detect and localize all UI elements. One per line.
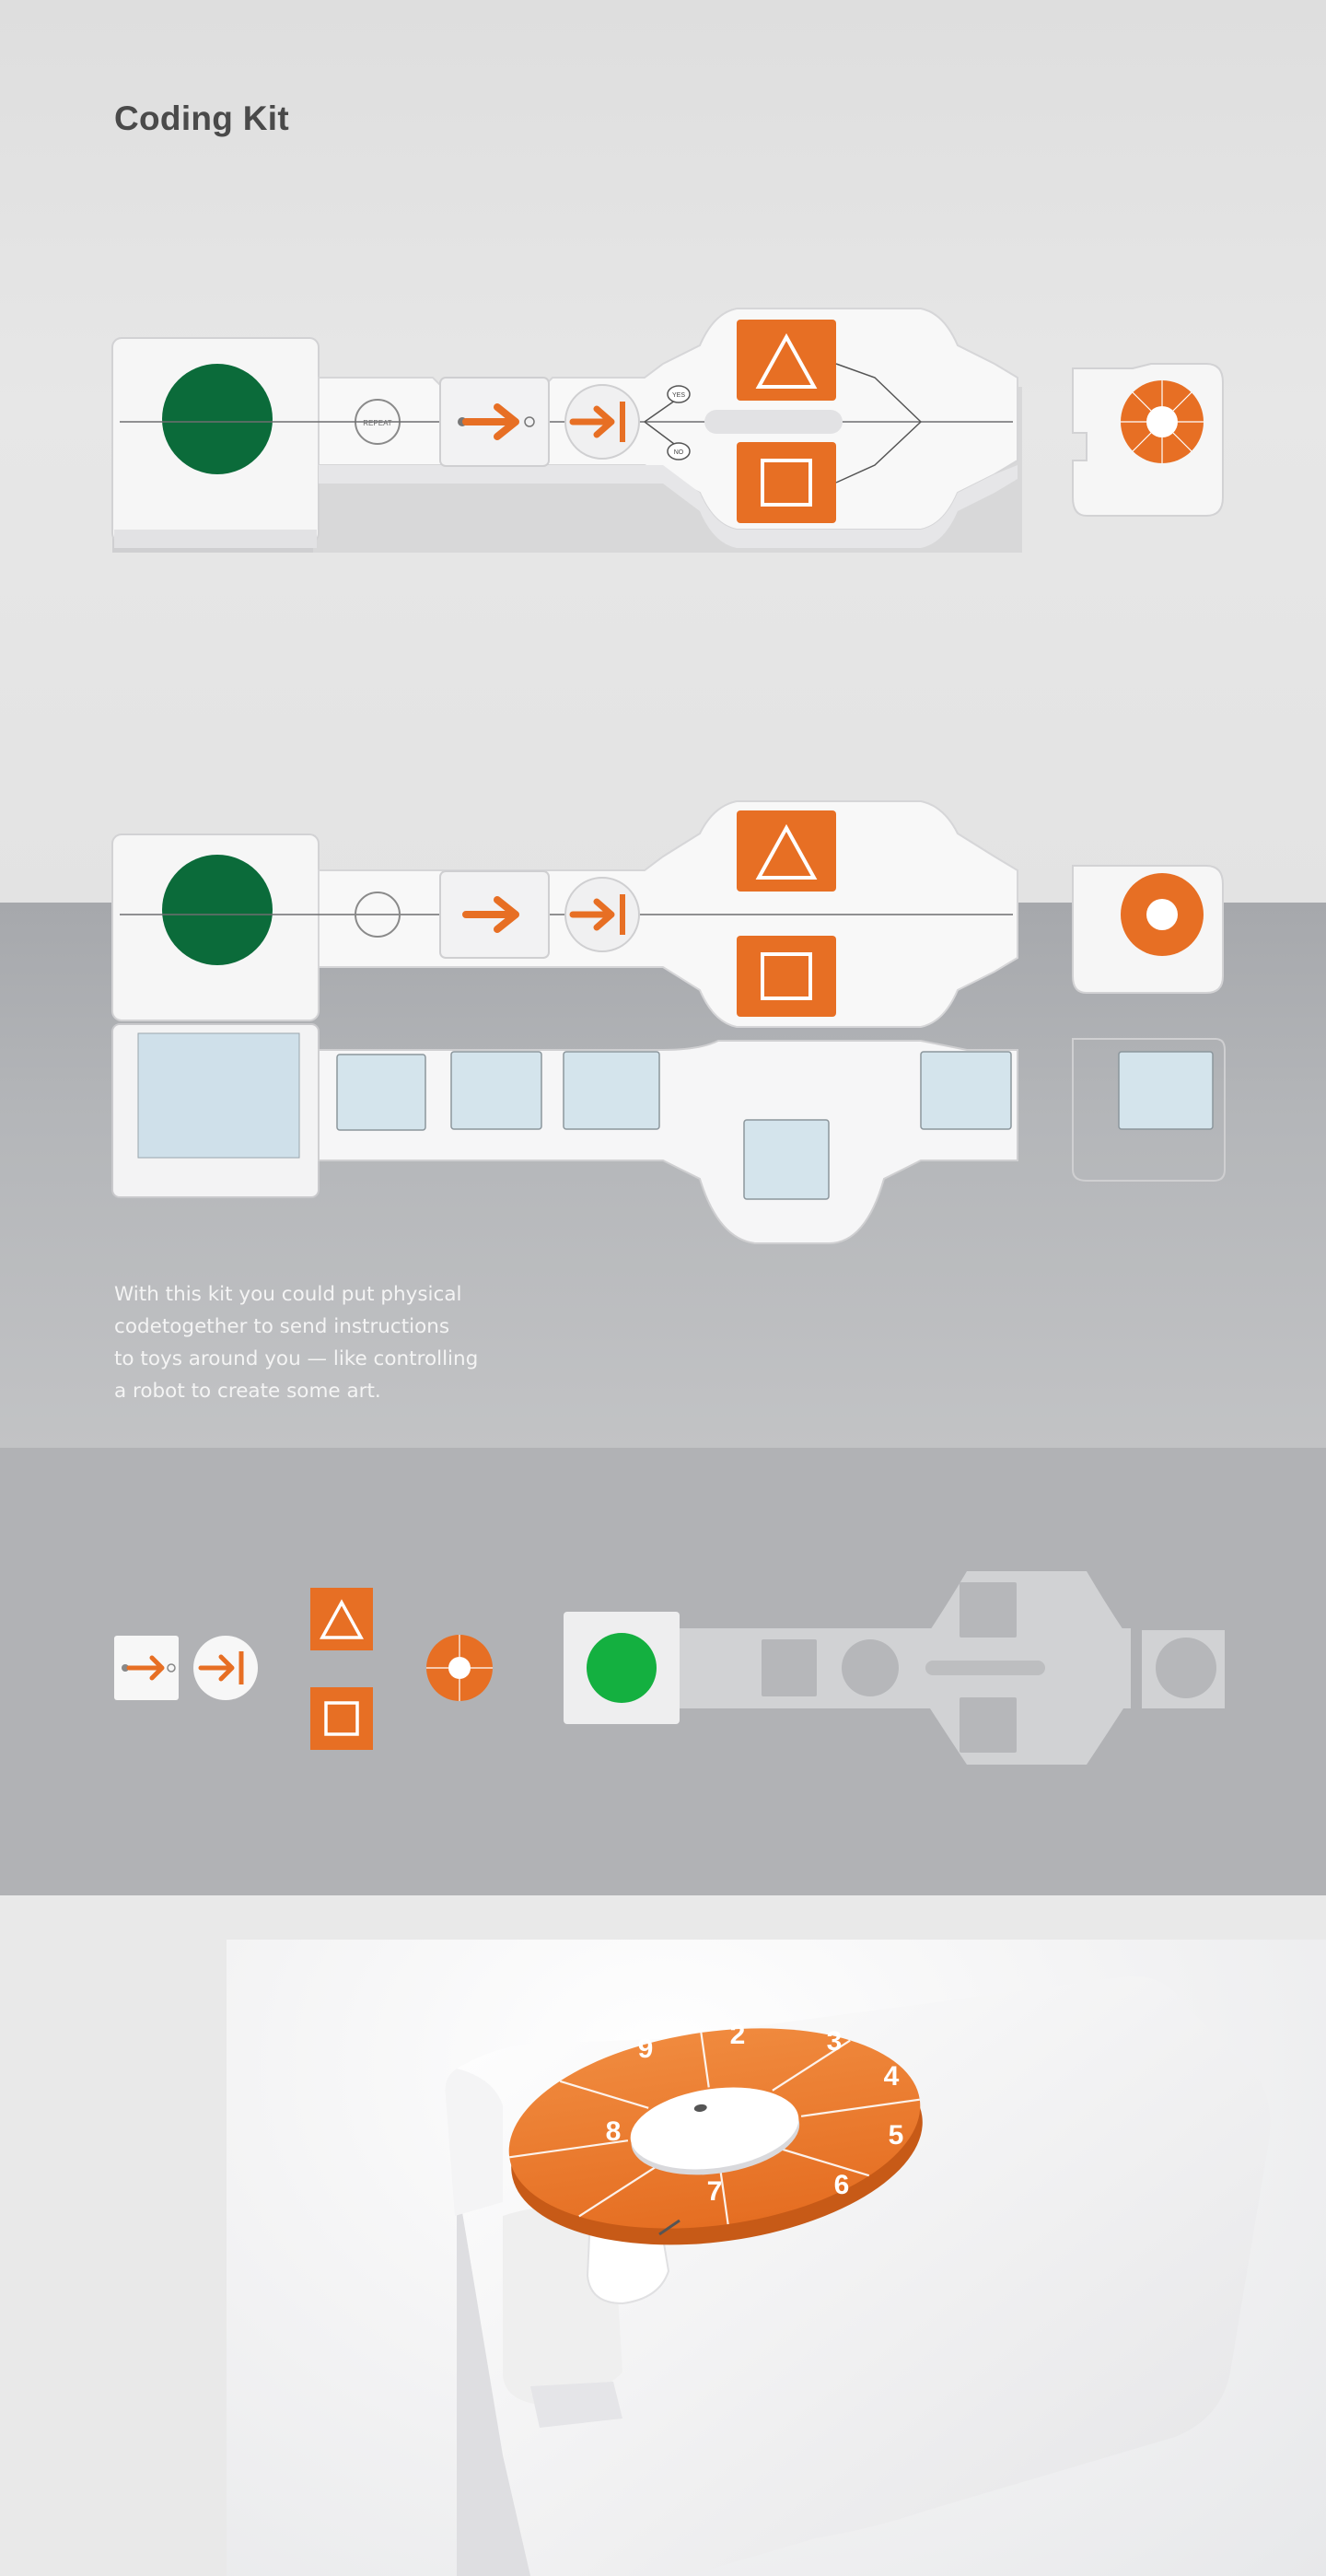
- dial-closeup-photo: 9 2 3 4 5 6 7 8: [227, 1940, 1326, 2576]
- dial-number: 7: [707, 2176, 723, 2207]
- page-title: Coding Kit: [114, 99, 290, 137]
- exploded-kit-photo: [111, 800, 1226, 1244]
- triangle-tile-illustration: [310, 1588, 373, 1650]
- dial-number: 2: [730, 2020, 746, 2050]
- description-line: a robot to create some art.: [114, 1380, 381, 1403]
- description-line: With this kit you could put physical: [114, 1283, 462, 1306]
- assembled-kit-photo: REPEAT YES NO: [111, 308, 1224, 553]
- repeat-label: REPEAT: [363, 419, 392, 427]
- dial-number: 6: [834, 2170, 850, 2200]
- kit-illustration: [114, 1571, 1225, 1765]
- kit-description: With this kit you could put physical cod…: [114, 1278, 519, 1407]
- dial-number: 9: [638, 2034, 654, 2064]
- description-line: codetogether to send instructions: [114, 1315, 450, 1338]
- start-button: [162, 364, 273, 474]
- description-line: to toys around you — like controlling: [114, 1347, 479, 1370]
- dial-number: 3: [827, 2026, 843, 2057]
- dial-number: 8: [606, 2116, 622, 2147]
- dial-number: 5: [889, 2120, 904, 2151]
- square-tile: [737, 442, 836, 523]
- no-label: NO: [674, 449, 684, 456]
- dial-number: 4: [884, 2061, 900, 2092]
- square-tile-illustration: [310, 1687, 373, 1750]
- yes-label: YES: [672, 392, 685, 399]
- start-button-illustration: [587, 1633, 657, 1703]
